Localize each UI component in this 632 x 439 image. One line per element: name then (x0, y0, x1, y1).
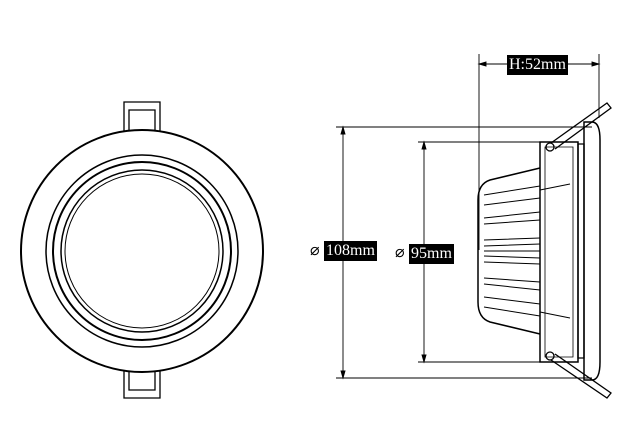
diffuser-outer (60, 169, 224, 333)
trim-ring-inner-edge (45, 154, 239, 348)
outer-diameter-label: 108mm (324, 241, 377, 261)
body-housing (539, 141, 579, 363)
top-spring-tab (123, 101, 161, 131)
trim-flange (583, 121, 601, 381)
diffuser-inner (64, 173, 220, 329)
reflector-ring (52, 161, 232, 341)
side-view (477, 102, 612, 399)
diameter-symbol-icon: ⌀ (310, 242, 320, 259)
bottom-spring-tab (123, 371, 161, 399)
outer-trim-ring (20, 129, 264, 373)
height-label: H:52mm (507, 55, 568, 75)
dimension-lines (336, 54, 601, 380)
cutout-diameter-label: 95mm (409, 244, 454, 264)
body-inner-edge (544, 146, 574, 358)
heatsink-outline (477, 167, 541, 335)
front-view (20, 101, 264, 399)
flange-inner (577, 143, 585, 359)
diameter-symbol-icon: ⌀ (395, 244, 405, 261)
height-dim-line (478, 54, 600, 250)
heatsink-fins (483, 168, 571, 334)
spring-clips (545, 102, 612, 399)
